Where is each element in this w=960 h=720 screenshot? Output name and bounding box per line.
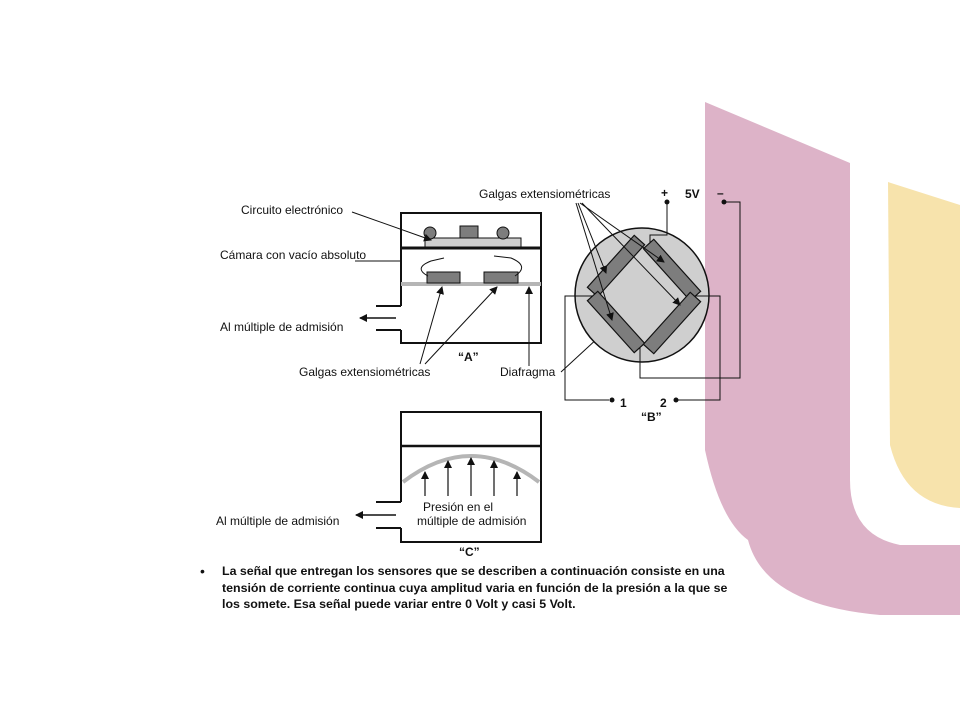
label-diafragma: Diafragma bbox=[500, 365, 556, 379]
label-plus: + bbox=[661, 186, 668, 200]
label-galgas-a: Galgas extensiométricas bbox=[299, 365, 430, 379]
circuit-component-left bbox=[423, 226, 437, 240]
leader-galgas-b-1 bbox=[577, 202, 608, 274]
label-galgas-b: Galgas extensiométricas bbox=[479, 187, 610, 201]
bridge-wire-top bbox=[649, 202, 668, 243]
terminal-plus-dot bbox=[664, 199, 670, 205]
bullet-text: La señal que entregan los sensores que s… bbox=[222, 564, 728, 611]
label-circuito: Circuito electrónico bbox=[241, 203, 343, 217]
sensor-a-port-gap bbox=[398, 306, 404, 330]
diagram-b: Galgas extensiométricas + 5V – 1 2 “B” bbox=[479, 186, 741, 424]
diagram-c: Presión en el múltiple de admisión Al mú… bbox=[216, 411, 542, 559]
label-term1: 1 bbox=[620, 396, 627, 410]
leader-galgas-b-2 bbox=[579, 202, 665, 263]
circuit-board bbox=[424, 237, 522, 248]
sensor-a-housing bbox=[400, 212, 542, 344]
leader-galgas-a-right bbox=[424, 286, 498, 365]
bullet-paragraph: • La señal que entregan los sensores que… bbox=[200, 563, 740, 613]
leader-galgas-b-4 bbox=[581, 202, 681, 306]
terminal-2-dot bbox=[673, 397, 679, 403]
circuit-chip bbox=[459, 225, 479, 239]
leader-galgas-b-3 bbox=[575, 202, 614, 321]
circuit-component-right bbox=[496, 226, 510, 240]
leader-circuito bbox=[351, 211, 432, 242]
gauge-a-right bbox=[483, 271, 519, 284]
caption-c: “C” bbox=[459, 545, 480, 559]
gauge-b-bottom-right bbox=[642, 291, 702, 355]
bridge-wire-term2 bbox=[677, 295, 721, 401]
gauge-b-bottom-left bbox=[586, 290, 646, 354]
label-admision-a: Al múltiple de admisión bbox=[220, 320, 343, 334]
diagram-a: Circuito electrónico Cámara con vacío ab… bbox=[220, 203, 613, 379]
wire-a-right bbox=[493, 255, 522, 277]
gauge-b-top-left bbox=[586, 234, 646, 298]
wire-a-left bbox=[420, 257, 445, 277]
label-presion-2: múltiple de admisión bbox=[417, 514, 526, 528]
bridge-wire-right bbox=[639, 201, 741, 379]
pink-u-shape bbox=[705, 102, 960, 615]
label-presion-1: Presión en el bbox=[423, 500, 493, 514]
sensor-c-housing bbox=[400, 411, 542, 543]
gauge-b-top-right bbox=[642, 238, 702, 302]
yellow-u-shape bbox=[888, 182, 960, 508]
diaphragm-c-curved bbox=[401, 454, 541, 484]
terminal-1-dot bbox=[609, 397, 615, 403]
terminal-minus-dot bbox=[721, 199, 727, 205]
caption-a: “A” bbox=[458, 350, 479, 364]
label-term2: 2 bbox=[660, 396, 667, 410]
bridge-wire-left bbox=[564, 295, 609, 401]
label-5v: 5V bbox=[685, 187, 700, 201]
caption-b: “B” bbox=[641, 410, 662, 424]
bullet-marker: • bbox=[200, 563, 205, 579]
label-minus: – bbox=[717, 186, 724, 200]
gauge-a-left bbox=[426, 271, 461, 284]
label-camara: Cámara con vacío absoluto bbox=[220, 248, 366, 262]
leader-galgas-a-left bbox=[419, 286, 444, 365]
label-admision-c: Al múltiple de admisión bbox=[216, 514, 339, 528]
sensor-c-port-gap bbox=[398, 502, 404, 528]
